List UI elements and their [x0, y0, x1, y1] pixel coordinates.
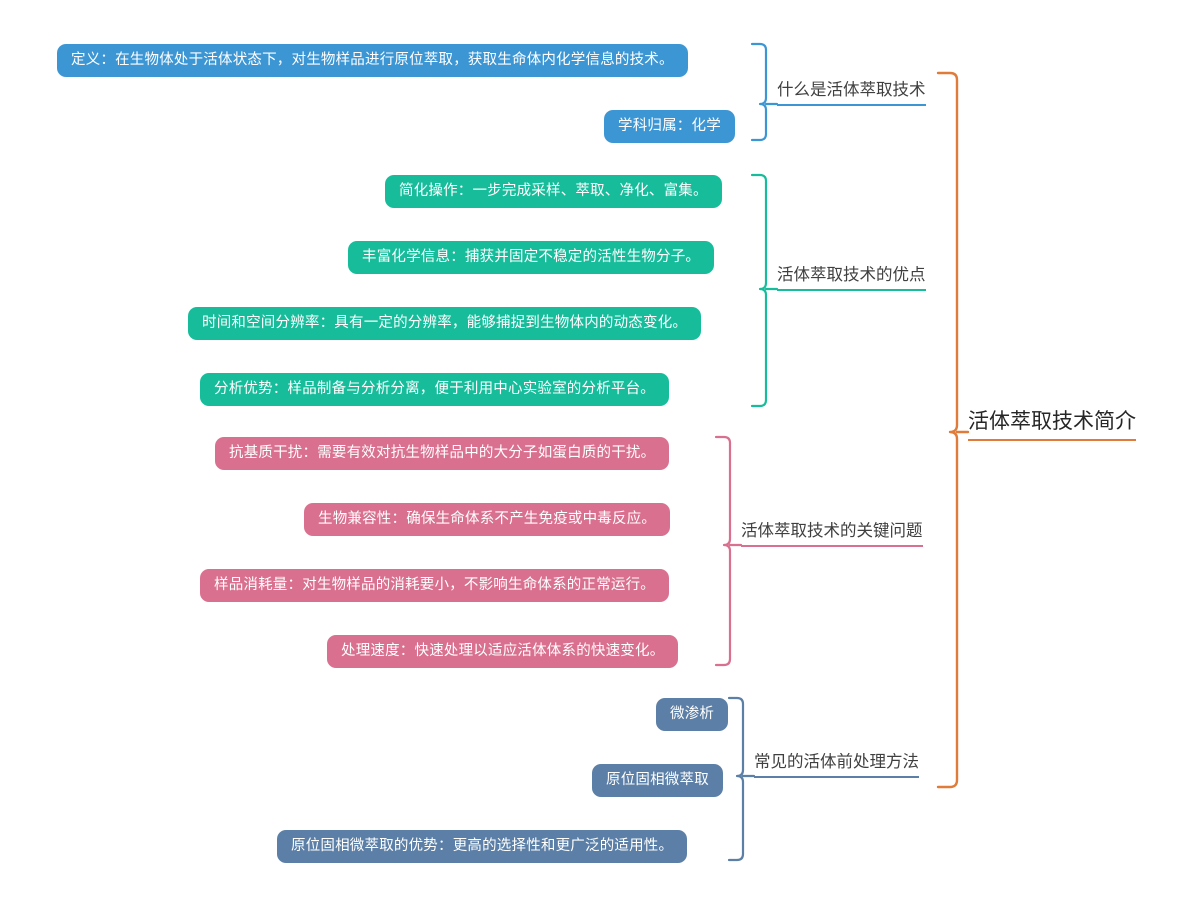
node-pink-3[interactable]: 样品消耗量：对生物样品的消耗要小，不影响生命体系的正常运行。 — [200, 569, 669, 602]
node-blue-1[interactable]: 定义：在生物体处于活体状态下，对生物样品进行原位萃取，获取生命体内化学信息的技术… — [57, 44, 688, 77]
bracket-teal — [750, 173, 768, 408]
branch-label-what-is[interactable]: 什么是活体萃取技术 — [777, 82, 926, 106]
node-teal-3[interactable]: 时间和空间分辨率：具有一定的分辨率，能够捕捉到生物体内的动态变化。 — [188, 307, 702, 340]
node-blue-2[interactable]: 学科归属：化学 — [604, 110, 735, 143]
branch-label-advantages[interactable]: 活体萃取技术的优点 — [777, 267, 926, 291]
node-slate-3[interactable]: 原位固相微萃取的优势：更高的选择性和更广泛的适用性。 — [277, 830, 688, 863]
branch-label-common-methods[interactable]: 常见的活体前处理方法 — [754, 754, 919, 778]
node-pink-2[interactable]: 生物兼容性：确保生命体系不产生免疫或中毒反应。 — [304, 503, 671, 536]
branch-label-key-issues[interactable]: 活体萃取技术的关键问题 — [741, 523, 923, 547]
node-pink-4[interactable]: 处理速度：快速处理以适应活体体系的快速变化。 — [327, 635, 679, 668]
node-slate-2[interactable]: 原位固相微萃取 — [592, 764, 723, 797]
node-teal-4[interactable]: 分析优势：样品制备与分析分离，便于利用中心实验室的分析平台。 — [200, 373, 669, 406]
node-teal-2[interactable]: 丰富化学信息：捕获并固定不稳定的活性生物分子。 — [348, 241, 715, 274]
spine-orange — [936, 71, 959, 789]
node-pink-1[interactable]: 抗基质干扰：需要有效对抗生物样品中的大分子如蛋白质的干扰。 — [215, 437, 670, 470]
bracket-blue — [750, 42, 768, 142]
root-title[interactable]: 活体萃取技术简介 — [968, 411, 1136, 441]
bracket-pink — [714, 435, 732, 667]
node-teal-1[interactable]: 简化操作：一步完成采样、萃取、净化、富集。 — [385, 175, 722, 208]
bracket-slate — [727, 696, 745, 862]
node-slate-1[interactable]: 微渗析 — [656, 698, 729, 731]
